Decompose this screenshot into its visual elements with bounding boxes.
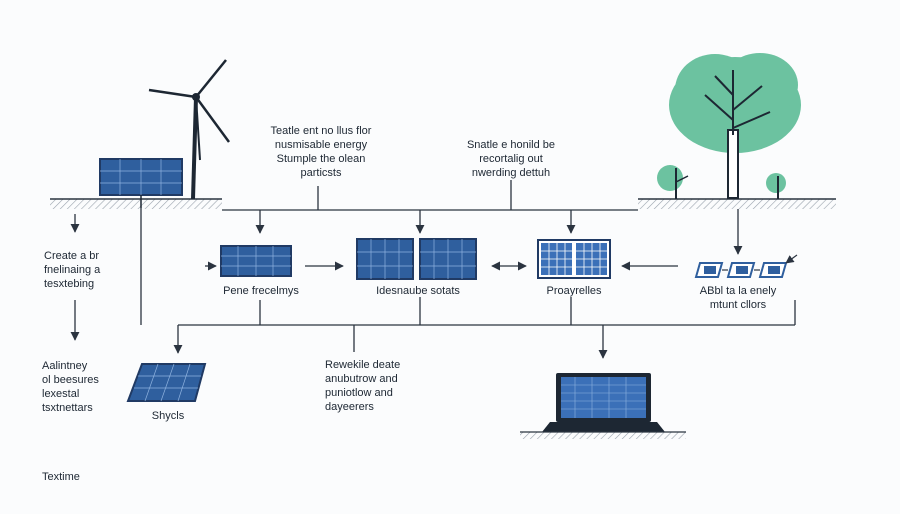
small-tree-icon (657, 165, 689, 199)
lower-bus-line (173, 297, 796, 359)
label-proayrelles: Proayrelles (546, 285, 602, 297)
left-note-lower: Aalintney ol beesures lexestal tsxtnetta… (42, 360, 99, 414)
top-center-note: Teatle ent no llus flor nusmisable energ… (270, 125, 372, 179)
label-shycls: Shycls (151, 410, 185, 422)
footer-note: Textime (42, 471, 80, 483)
ground-left (50, 198, 222, 209)
small-tree-icon (766, 173, 786, 199)
left-note-upper: Create a br fnelinaing a tesxtebing (44, 250, 101, 290)
solar-panel-icon (99, 158, 183, 325)
wind-turbine-icon (148, 59, 231, 200)
top-bus-line (222, 180, 638, 234)
battery-cells-icon (694, 209, 798, 278)
top-right-note: Snatle e honild be recortalig out nwerdi… (466, 139, 556, 179)
label-idesnaube: Idesnaube sotats (376, 285, 460, 297)
solar-panel-icon (356, 238, 477, 280)
solar-panel-icon (537, 239, 611, 279)
tree-icon (669, 53, 801, 199)
ground-right (638, 198, 836, 209)
label-abbl: ABbl ta la enely mtunt cllors (699, 285, 777, 311)
laptop-icon (520, 373, 686, 439)
solar-panel-icon (126, 363, 207, 402)
solar-panel-icon (205, 245, 292, 277)
center-bottom-note: Rewekile deate anubutrow and puniotlow a… (325, 359, 401, 413)
label-pene: Pene frecelmys (223, 285, 299, 297)
